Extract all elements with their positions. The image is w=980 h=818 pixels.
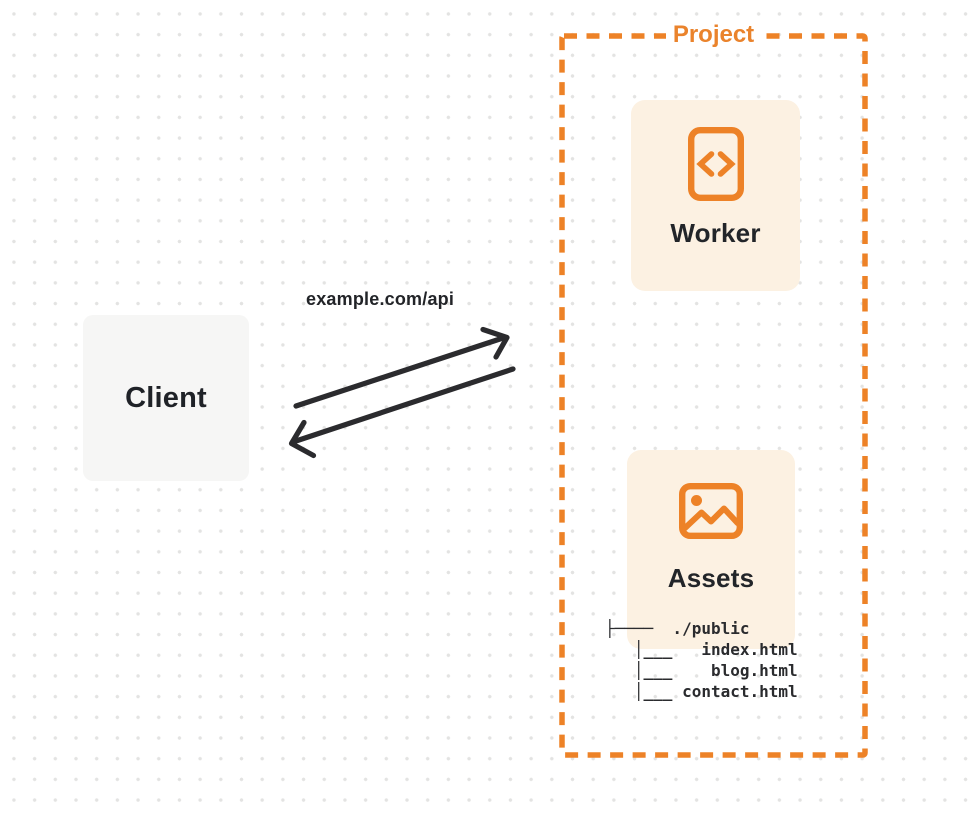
project-label-row: Project <box>562 21 865 49</box>
assets-file-tree: ├──── ./public │___ index.html │___ blog… <box>605 619 798 701</box>
response-arrow-shaft <box>293 366 516 444</box>
project-label: Project <box>665 21 762 49</box>
response-arrowhead-icon <box>288 419 317 459</box>
assets-node: Assets <box>627 450 795 649</box>
assets-label: Assets <box>667 563 755 593</box>
request-url-label: example.com/api <box>306 289 455 309</box>
request-arrow-shaft <box>293 335 506 409</box>
client-label: Client <box>125 381 207 414</box>
worker-label: Worker <box>670 218 761 248</box>
client-node: Client <box>83 315 249 481</box>
request-arrowhead-icon <box>480 326 510 360</box>
code-file-icon <box>687 127 744 201</box>
worker-node: Worker <box>631 100 800 291</box>
image-icon <box>679 483 743 539</box>
